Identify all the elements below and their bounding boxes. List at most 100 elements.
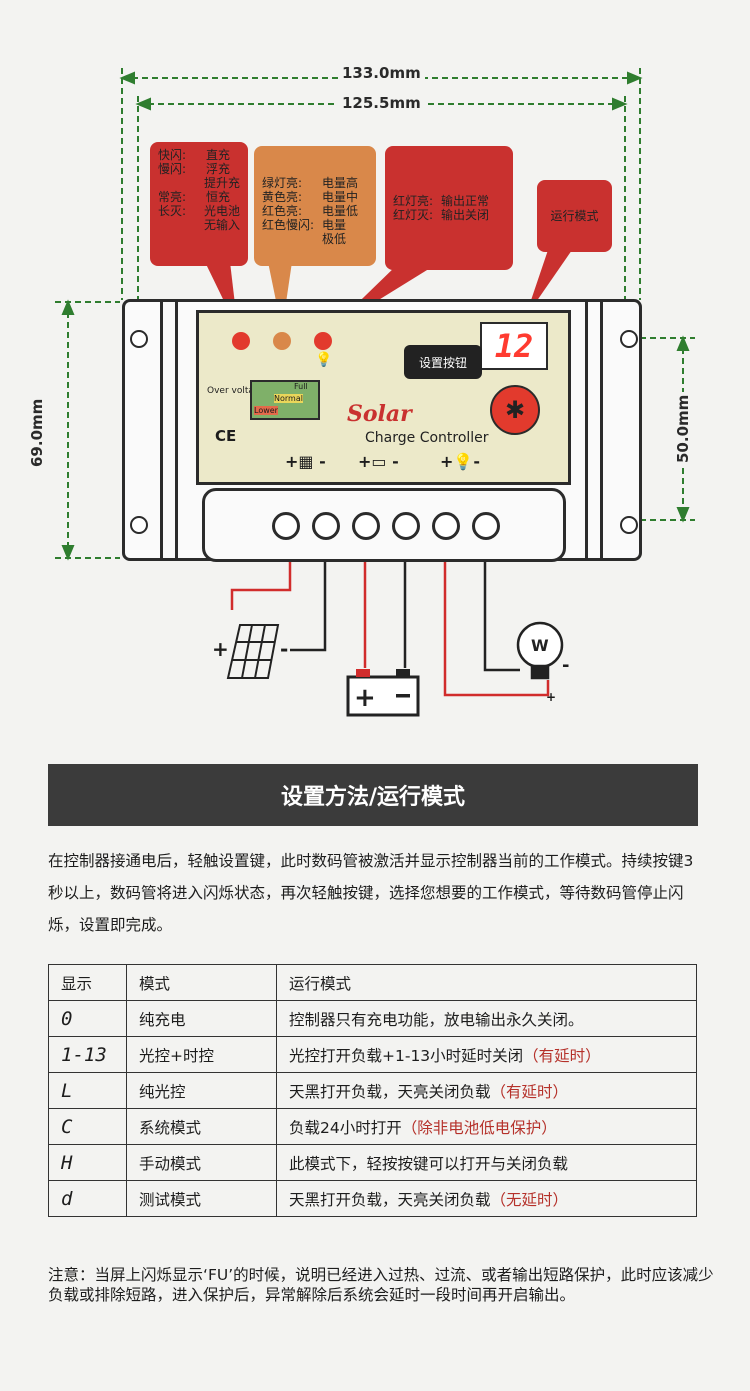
mode-description: 此模式下，轻按按键可以打开与关闭负载: [276, 1144, 697, 1181]
full-label: Full: [294, 382, 308, 391]
mode-delay-note: （有延时）: [490, 1082, 569, 1101]
charge-status-value: 恒充: [206, 190, 231, 204]
mode-description-text: 控制器只有充电功能，放电输出永久关闭。: [289, 1010, 584, 1029]
display-symbol: 0: [48, 1000, 127, 1037]
charge-status-key: 快闪:: [158, 148, 187, 162]
charge-led: [232, 332, 250, 350]
mount-hole: [130, 516, 148, 534]
dim-hole-spacing: 50.0mm: [674, 391, 692, 466]
battery-level-key: 绿灯亮:: [262, 176, 303, 190]
output-status-row: 红灯灭:输出关闭: [393, 208, 505, 222]
terminal-block: [202, 488, 566, 562]
dim-inner-width: 125.5mm: [338, 94, 425, 112]
charge-status-key: 慢闪:: [158, 162, 187, 176]
heatsink-fin: [175, 302, 186, 558]
table-header-cell: 显示: [48, 964, 127, 1001]
charge-status-value: 浮充: [206, 162, 231, 176]
battery-level-row: 红色慢闪: 电量: [262, 218, 368, 232]
heatsink-fin: [585, 302, 596, 558]
mode-description: 光控打开负载+1-13小时延时关闭（有延时）: [276, 1036, 697, 1073]
run-mode-label: 运行模式: [550, 209, 599, 223]
section-title: 设置方法/运行模式: [48, 764, 698, 826]
mode-description-text: 负载24小时打开: [289, 1118, 402, 1137]
mode-description-text: 天黑打开负载，天亮关闭负载: [289, 1082, 491, 1101]
battery-level-value: 电量低: [322, 204, 359, 218]
brand-logo: Solar: [347, 401, 412, 427]
display-symbol: L: [48, 1072, 127, 1109]
battery-level-value: 电量: [322, 218, 347, 232]
battery-level-row: 绿灯亮: 电量高: [262, 176, 368, 190]
table-header-row: 显示模式运行模式: [48, 964, 697, 1001]
solar-panel-plus: +: [212, 637, 229, 661]
output-status-row: 红灯亮:输出正常: [393, 194, 505, 208]
mode-name: 测试模式: [126, 1180, 277, 1217]
normal-label: Normal: [274, 394, 303, 403]
charge-status-value: 提升充: [203, 176, 240, 190]
terminal-panel-plus[interactable]: [272, 512, 300, 540]
set-button[interactable]: ✱: [490, 385, 540, 435]
battery-level-value: 电量高: [322, 176, 359, 190]
sun-indicator-icon: 💡: [315, 352, 333, 368]
output-status-value: 输出正常: [441, 194, 490, 208]
mode-name: 纯光控: [126, 1072, 277, 1109]
display-symbol: 1-13: [48, 1036, 127, 1073]
terminal-load-plus[interactable]: [432, 512, 460, 540]
dim-height: 69.0mm: [28, 395, 46, 470]
mode-delay-note: （无延时）: [490, 1190, 569, 1209]
note: 注意：当屏上闪烁显示‘FU’的时候，说明已经进入过热、过流、或者输出短路保护，此…: [48, 1265, 716, 1305]
led-display: 12: [480, 322, 548, 370]
battery-level-row: 黄色亮:电量中: [262, 190, 368, 204]
mode-name: 光控+时控: [126, 1036, 277, 1073]
callout-charge-status: 快闪:直充慢闪:浮充提升充常亮:恒充长灭:光电池无输入: [150, 142, 248, 266]
charge-status-key: 长灭:: [158, 204, 187, 218]
battery-level-chart: Full Normal Lower: [250, 380, 320, 420]
battery-level-key: 红色慢闪:: [262, 218, 315, 232]
callout-run-mode: 运行模式: [537, 180, 612, 252]
instructions: 在控制器接通电后，轻触设置键，此时数码管被激活并显示控制器当前的工作模式。持续按…: [48, 852, 694, 934]
svg-text:+: +: [354, 683, 376, 713]
lamp-plus: +: [546, 690, 557, 704]
terminal-panel-minus[interactable]: [312, 512, 340, 540]
charge-status-value: 无输入: [203, 218, 240, 232]
device-subtitle: Charge Controller: [365, 430, 489, 446]
lamp-terminal-icon: +💡-: [440, 452, 480, 471]
dim-total-width: 133.0mm: [338, 64, 425, 82]
lamp-minus: -: [562, 655, 570, 676]
ce-mark: CE: [215, 427, 237, 445]
terminal-load-minus[interactable]: [472, 512, 500, 540]
battery-level-key: 红色亮:: [262, 204, 303, 218]
mode-description: 天黑打开负载，天亮关闭负载（无延时）: [276, 1180, 697, 1217]
note-label: 注意：: [48, 1266, 95, 1284]
heatsink-fin: [160, 302, 171, 558]
terminal-battery-minus[interactable]: [392, 512, 420, 540]
charge-status-row: 快闪:直充: [158, 148, 240, 162]
mount-hole: [130, 330, 148, 348]
mount-hole: [620, 516, 638, 534]
mode-delay-note: （有延时）: [523, 1046, 601, 1065]
set-button-bubble: 设置按钮: [404, 345, 482, 379]
solar-panel-minus: -: [280, 637, 289, 661]
mode-description-text: 此模式下，轻按按键可以打开与关闭负载: [289, 1154, 569, 1173]
battery-terminal-icon: +▭ -: [358, 452, 399, 471]
mode-description: 天黑打开负载，天亮关闭负载（有延时）: [276, 1072, 697, 1109]
mode-description: 负载24小时打开（除非电池低电保护）: [276, 1108, 697, 1145]
heatsink-fin: [600, 302, 611, 558]
over-voltage-label: Over voltage: [207, 386, 266, 396]
display-value: 12: [494, 327, 534, 365]
lower-label: Lower: [254, 406, 278, 415]
set-button-label: 设置按钮: [418, 355, 467, 370]
load-led: [314, 332, 332, 350]
display-symbol: C: [48, 1108, 127, 1145]
callout-battery-level: 绿灯亮:电量高黄色亮:电量中红色亮:电量低红色慢闪:电量极低: [254, 146, 376, 266]
mode-delay-note: （除非电池低电保护）: [401, 1118, 557, 1137]
mode-description-text: 天黑打开负载，天亮关闭负载: [289, 1190, 491, 1209]
display-symbol: H: [48, 1144, 127, 1181]
battery-led: [273, 332, 291, 350]
terminal-battery-plus[interactable]: [352, 512, 380, 540]
